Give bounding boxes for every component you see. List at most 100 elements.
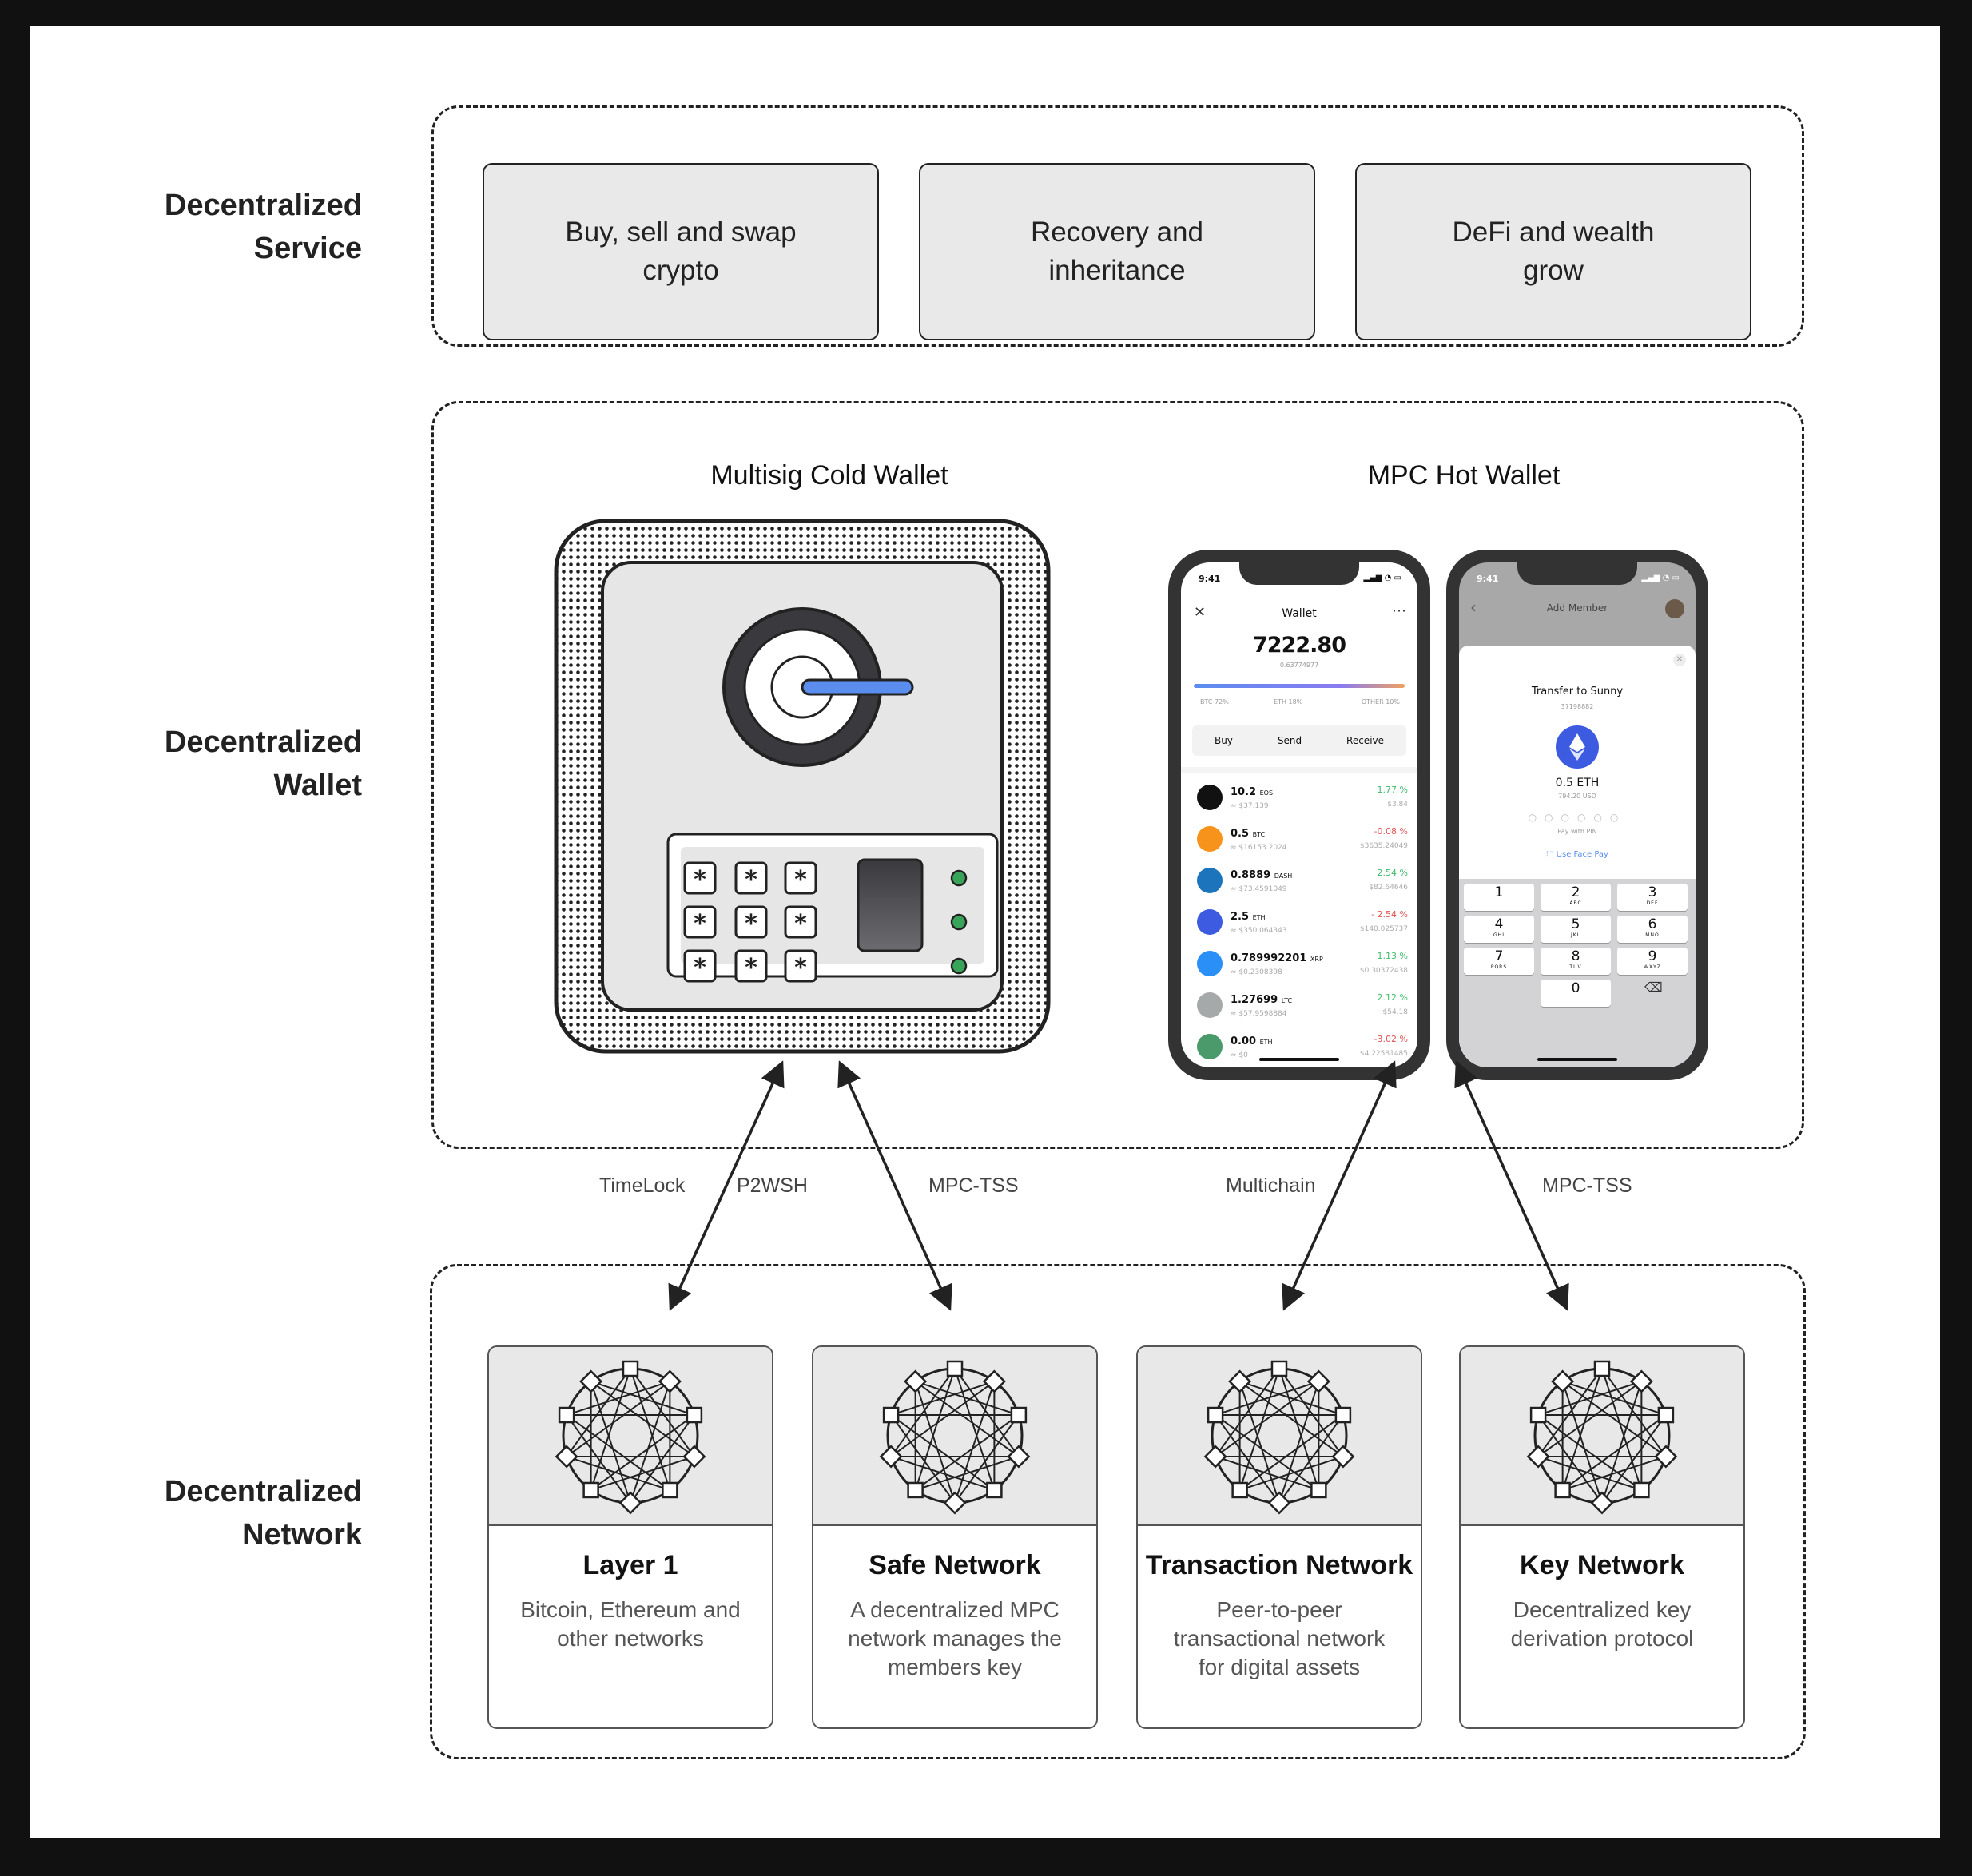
- coin-usd: $54.18: [1382, 1008, 1409, 1016]
- network-node: [1267, 1491, 1291, 1515]
- coin-value: ≈ $73.4591049: [1231, 885, 1287, 893]
- coin-icon: [1197, 909, 1223, 935]
- coin-usd: $0.30372438: [1359, 967, 1408, 975]
- label-multichain: Multichain: [1226, 1174, 1316, 1197]
- alloc-btc: BTC 72%: [1200, 698, 1229, 705]
- face-pay-link[interactable]: ⬚ Use Face Pay: [1546, 850, 1608, 859]
- network-node: [1270, 1360, 1288, 1377]
- network-node: [1010, 1406, 1028, 1424]
- balance-value: 7222.80: [1253, 633, 1346, 658]
- network-node: [1657, 1406, 1675, 1424]
- eth-icon: [1556, 725, 1599, 769]
- transfer-sheet: ✕ Transfer to Sunny 37198882 0.5 ETH 794…: [1459, 646, 1696, 1067]
- coin-row[interactable]: 0.00 ETH≈ $0-3.02 %$4.22581485: [1197, 1029, 1408, 1067]
- close-icon[interactable]: ✕: [1673, 654, 1686, 666]
- keypad-asterisk: *: [793, 954, 808, 982]
- status-icons: ▂▄▆ ◔ ▭: [1641, 574, 1680, 582]
- numpad-key-1[interactable]: 1: [1464, 884, 1534, 911]
- network-node: [1334, 1406, 1352, 1424]
- label-timelock: TimeLock: [599, 1174, 686, 1197]
- numpad-key-0[interactable]: 0: [1541, 980, 1611, 1007]
- network-node: [882, 1406, 900, 1424]
- network-node: [1228, 1369, 1252, 1393]
- coin-icon: [1197, 1034, 1223, 1059]
- network-node: [982, 1369, 1006, 1393]
- avatar[interactable]: [1665, 599, 1684, 618]
- coin-row[interactable]: 0.5 BTC≈ $16153.2024-0.08 %$3635.24049: [1197, 821, 1408, 863]
- keypad-asterisk: *: [693, 866, 707, 894]
- network-node: [579, 1369, 603, 1393]
- coin-icon: [1197, 785, 1223, 810]
- coin-usd: $140.025737: [1359, 925, 1408, 933]
- safe-icon: *********: [554, 519, 1051, 1054]
- coin-change: 2.54 %: [1377, 868, 1408, 878]
- coin-usd: $3635.24049: [1359, 842, 1408, 850]
- network-mesh-icon: [1526, 1360, 1678, 1515]
- alloc-eth: ETH 18%: [1274, 698, 1303, 705]
- keypad-asterisk: *: [693, 954, 707, 982]
- recipient-id: 37198882: [1561, 703, 1594, 710]
- phone-wallet: 9:41 ▂▄▆ ◔ ▭ ✕ Wallet ⋯ 7222.80 0.637749…: [1168, 550, 1430, 1080]
- network-node: [1306, 1369, 1330, 1393]
- network-node: [686, 1406, 703, 1424]
- network-node: [1529, 1406, 1547, 1424]
- phone-transfer: 9:41 ▂▄▆ ◔ ▭ ‹ Add Member ✕ Transfer to …: [1446, 550, 1708, 1080]
- coin-value: ≈ $0.2308398: [1231, 968, 1282, 976]
- network-node: [622, 1360, 639, 1377]
- network-node: [943, 1491, 967, 1515]
- network-title: Safe Network: [869, 1550, 1041, 1580]
- receive-button[interactable]: Receive: [1346, 735, 1385, 746]
- transfer-title: Transfer to Sunny: [1531, 686, 1624, 698]
- network-group: [430, 1264, 1806, 1759]
- keypad-key: [683, 861, 717, 895]
- coin-change: 1.77 %: [1377, 785, 1408, 795]
- network-node: [1593, 1360, 1611, 1377]
- more-icon[interactable]: ⋯: [1392, 602, 1406, 619]
- network-node: [1590, 1491, 1614, 1515]
- network-node: [879, 1445, 903, 1469]
- network-node: [1629, 1369, 1653, 1393]
- network-node: [907, 1481, 924, 1499]
- network-mesh-icon: [555, 1360, 706, 1515]
- buy-button[interactable]: Buy: [1214, 735, 1233, 746]
- coin-value: ≈ $350.064343: [1231, 927, 1287, 935]
- coin-value: ≈ $37.139: [1231, 802, 1269, 810]
- coin-row[interactable]: 2.5 ETH≈ $350.064343- 2.54 %$140.025737: [1197, 904, 1408, 946]
- keypad-asterisk: *: [793, 910, 808, 938]
- close-icon[interactable]: ✕: [1194, 604, 1207, 621]
- coin-change: -0.08 %: [1374, 826, 1408, 837]
- network-node: [1654, 1445, 1678, 1469]
- keypad-asterisk: *: [744, 866, 758, 894]
- network-node: [1310, 1481, 1327, 1499]
- home-indicator: [1259, 1058, 1339, 1061]
- delete-icon[interactable]: ⌫: [1644, 980, 1663, 995]
- keypad-key: [734, 949, 768, 983]
- allocation-bar: [1194, 684, 1405, 688]
- send-button[interactable]: Send: [1277, 735, 1302, 746]
- network-node: [555, 1445, 578, 1469]
- coin-amount: 1.27699 LTC: [1231, 994, 1293, 1006]
- label-mpc-tss-safe: MPC-TSS: [928, 1174, 1019, 1197]
- coin-icon: [1197, 826, 1223, 852]
- coin-icon: [1197, 951, 1223, 976]
- back-icon[interactable]: ‹: [1470, 598, 1477, 617]
- coin-amount: 0.789992201 XRP: [1231, 952, 1323, 964]
